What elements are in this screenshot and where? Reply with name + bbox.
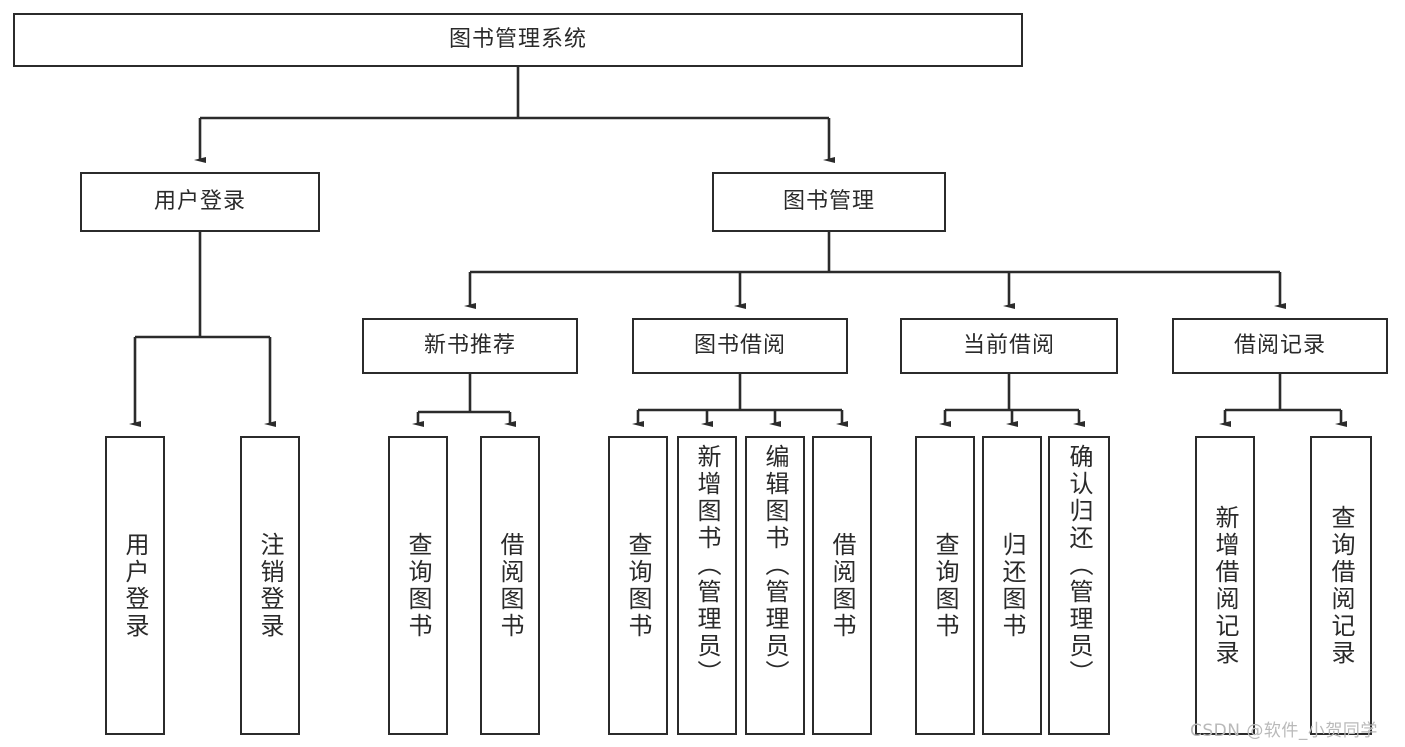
node-leaf-confirm-return-admin-label: 确认归还（管理员）	[1065, 444, 1093, 687]
node-leaf-borrow-book-label: 借阅图书	[828, 531, 856, 640]
node-leaf-borrow-book-rec[interactable]: 借阅图书	[480, 436, 540, 735]
node-user-login[interactable]: 用户登录	[80, 172, 320, 232]
node-new-book-recommend-label: 新书推荐	[423, 332, 516, 358]
node-leaf-add-book-admin[interactable]: 新增图书（管理员）	[677, 436, 737, 735]
node-leaf-confirm-return-admin[interactable]: 确认归还（管理员）	[1048, 436, 1110, 735]
node-leaf-add-borrow-record-label: 新增借阅记录	[1211, 504, 1239, 667]
csdn-watermark: CSDN @软件_小贺同学	[1190, 721, 1378, 741]
node-leaf-borrow-book-rec-label: 借阅图书	[496, 531, 524, 640]
node-leaf-logout-label: 注销登录	[256, 531, 284, 640]
node-new-book-recommend[interactable]: 新书推荐	[362, 318, 578, 374]
node-book-manage-label: 图书管理	[782, 188, 875, 214]
node-leaf-query-book-borrow-label: 查询图书	[624, 531, 652, 640]
node-leaf-query-book-borrow[interactable]: 查询图书	[608, 436, 668, 735]
node-leaf-query-book-cur[interactable]: 查询图书	[915, 436, 975, 735]
node-leaf-return-book-label: 归还图书	[998, 531, 1026, 640]
node-leaf-logout[interactable]: 注销登录	[240, 436, 300, 735]
node-leaf-query-book-cur-label: 查询图书	[931, 531, 959, 640]
node-root-label: 图书管理系统	[448, 26, 587, 52]
node-borrow-record-label: 借阅记录	[1233, 332, 1326, 358]
node-leaf-return-book[interactable]: 归还图书	[982, 436, 1042, 735]
node-leaf-edit-book-admin[interactable]: 编辑图书（管理员）	[745, 436, 805, 735]
node-leaf-add-book-admin-label: 新增图书（管理员）	[693, 444, 721, 687]
node-leaf-user-login-label: 用户登录	[121, 531, 149, 640]
node-borrow-record[interactable]: 借阅记录	[1172, 318, 1388, 374]
node-current-borrow-label: 当前借阅	[962, 332, 1055, 358]
node-leaf-query-book-rec-label: 查询图书	[404, 531, 432, 640]
node-leaf-user-login[interactable]: 用户登录	[105, 436, 165, 735]
node-leaf-query-book-rec[interactable]: 查询图书	[388, 436, 448, 735]
node-book-manage[interactable]: 图书管理	[712, 172, 946, 232]
node-leaf-borrow-book[interactable]: 借阅图书	[812, 436, 872, 735]
node-leaf-edit-book-admin-label: 编辑图书（管理员）	[761, 444, 789, 687]
node-root[interactable]: 图书管理系统	[13, 13, 1023, 67]
node-book-borrow-label: 图书借阅	[693, 332, 786, 358]
node-leaf-query-borrow-record-label: 查询借阅记录	[1327, 504, 1355, 667]
node-book-borrow[interactable]: 图书借阅	[632, 318, 848, 374]
node-leaf-query-borrow-record[interactable]: 查询借阅记录	[1310, 436, 1372, 735]
node-current-borrow[interactable]: 当前借阅	[900, 318, 1118, 374]
node-user-login-label: 用户登录	[153, 188, 246, 214]
node-leaf-add-borrow-record[interactable]: 新增借阅记录	[1195, 436, 1255, 735]
